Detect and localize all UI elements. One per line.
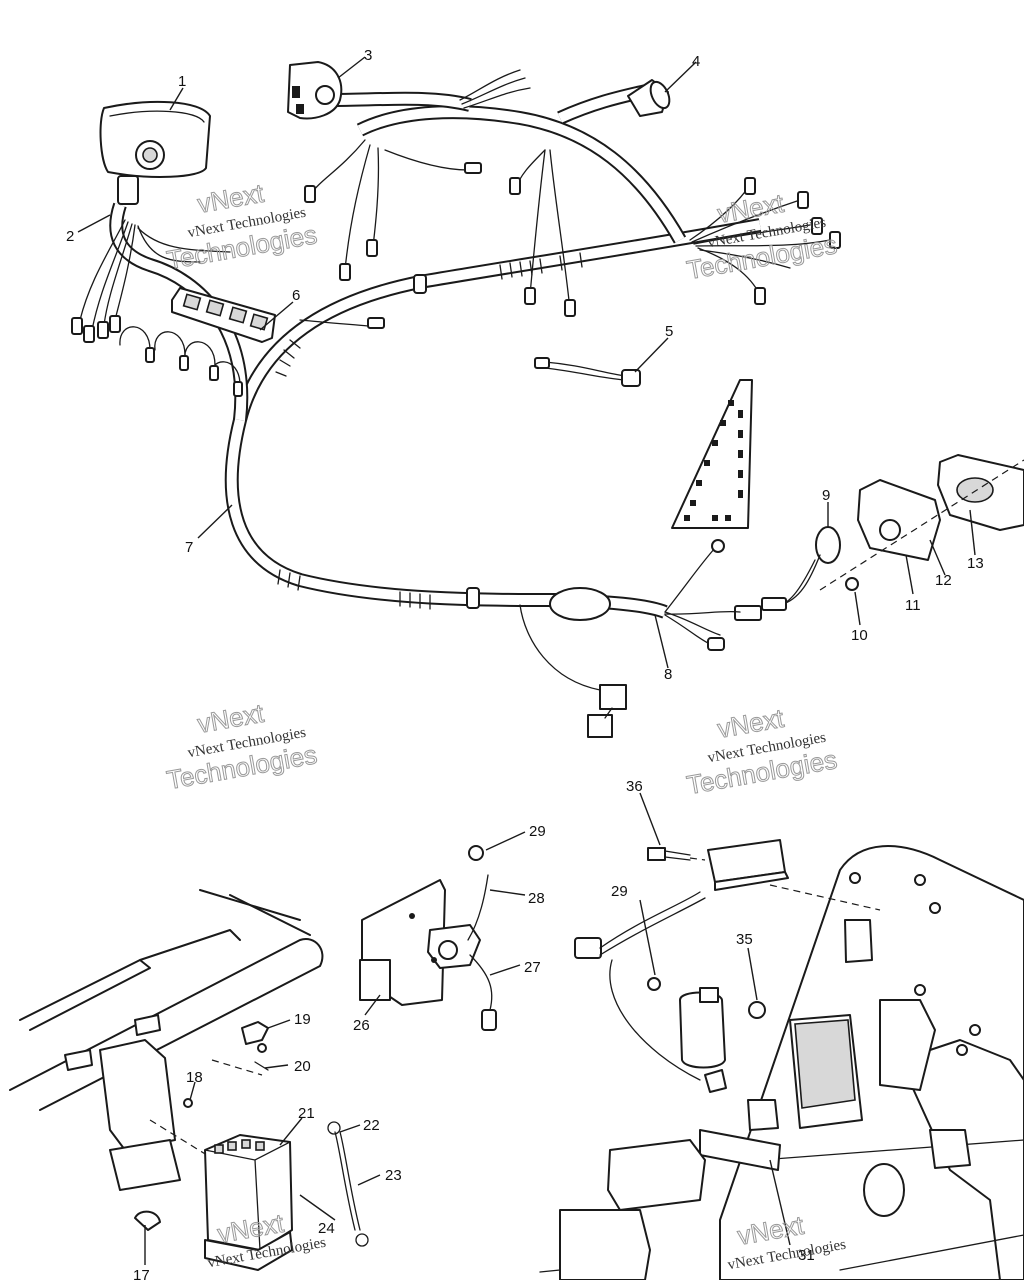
headlight-assembly (99, 100, 211, 205)
taillight-assembly (815, 454, 1024, 591)
callout-leaders (77, 56, 976, 1265)
callout-24: 24 (318, 1220, 335, 1237)
callout-18: 18 (186, 1069, 203, 1086)
ignition-switch (627, 79, 671, 117)
decal-panel (671, 379, 753, 529)
cdi-and-mount-plate (539, 839, 1024, 1280)
rear-harness (519, 539, 741, 738)
callout-6: 6 (292, 287, 300, 304)
callout-27: 27 (524, 959, 541, 976)
callout-13: 13 (967, 555, 984, 572)
handlebar-switch (287, 61, 343, 120)
callout-10: 10 (851, 627, 868, 644)
callout-8: 8 (664, 666, 672, 683)
callout-17: 17 (133, 1267, 150, 1280)
callout-4: 4 (692, 53, 700, 70)
callout-29b: 29 (611, 883, 628, 900)
callout-1: 1 (178, 73, 186, 90)
callout-22: 22 (363, 1117, 380, 1134)
callout-36: 36 (626, 778, 643, 795)
headlight-wire-leads (71, 219, 231, 343)
watermark-4: vNext vNext Technologies Technologies (684, 702, 840, 800)
callout-29a: 29 (529, 823, 546, 840)
callout-12: 12 (935, 572, 952, 589)
callout-20: 20 (294, 1058, 311, 1075)
callout-35: 35 (736, 931, 753, 948)
callout-labels: 1 2 3 4 5 6 7 8 9 10 11 12 13 17 18 19 2… (66, 47, 984, 1280)
jumper-loops (119, 326, 243, 397)
callout-7: 7 (185, 539, 193, 556)
regulator-assembly (359, 845, 497, 1031)
callout-3: 3 (364, 47, 372, 64)
callout-5: 5 (665, 323, 673, 340)
callout-21: 21 (298, 1105, 315, 1122)
callout-19: 19 (294, 1011, 311, 1028)
callout-2: 2 (66, 228, 74, 245)
short-lead (534, 357, 641, 387)
callout-28: 28 (528, 890, 545, 907)
watermark-1: vNext vNext Technologies Technologies (164, 177, 320, 275)
connector-block (171, 287, 276, 343)
callout-11: 11 (905, 597, 921, 614)
switch-leads (459, 69, 531, 109)
callout-9: 9 (822, 487, 830, 504)
harness-assembly (109, 83, 762, 619)
callout-23: 23 (385, 1167, 402, 1184)
terminal-ends (304, 162, 841, 329)
callout-26: 26 (353, 1017, 370, 1034)
callout-31: 31 (798, 1247, 815, 1264)
frame-and-battery (9, 889, 369, 1271)
watermark-2: vNext vNext Technologies Technologies (684, 187, 840, 285)
taillight-leads (734, 554, 821, 621)
watermark-3: vNext vNext Technologies Technologies (164, 697, 320, 795)
